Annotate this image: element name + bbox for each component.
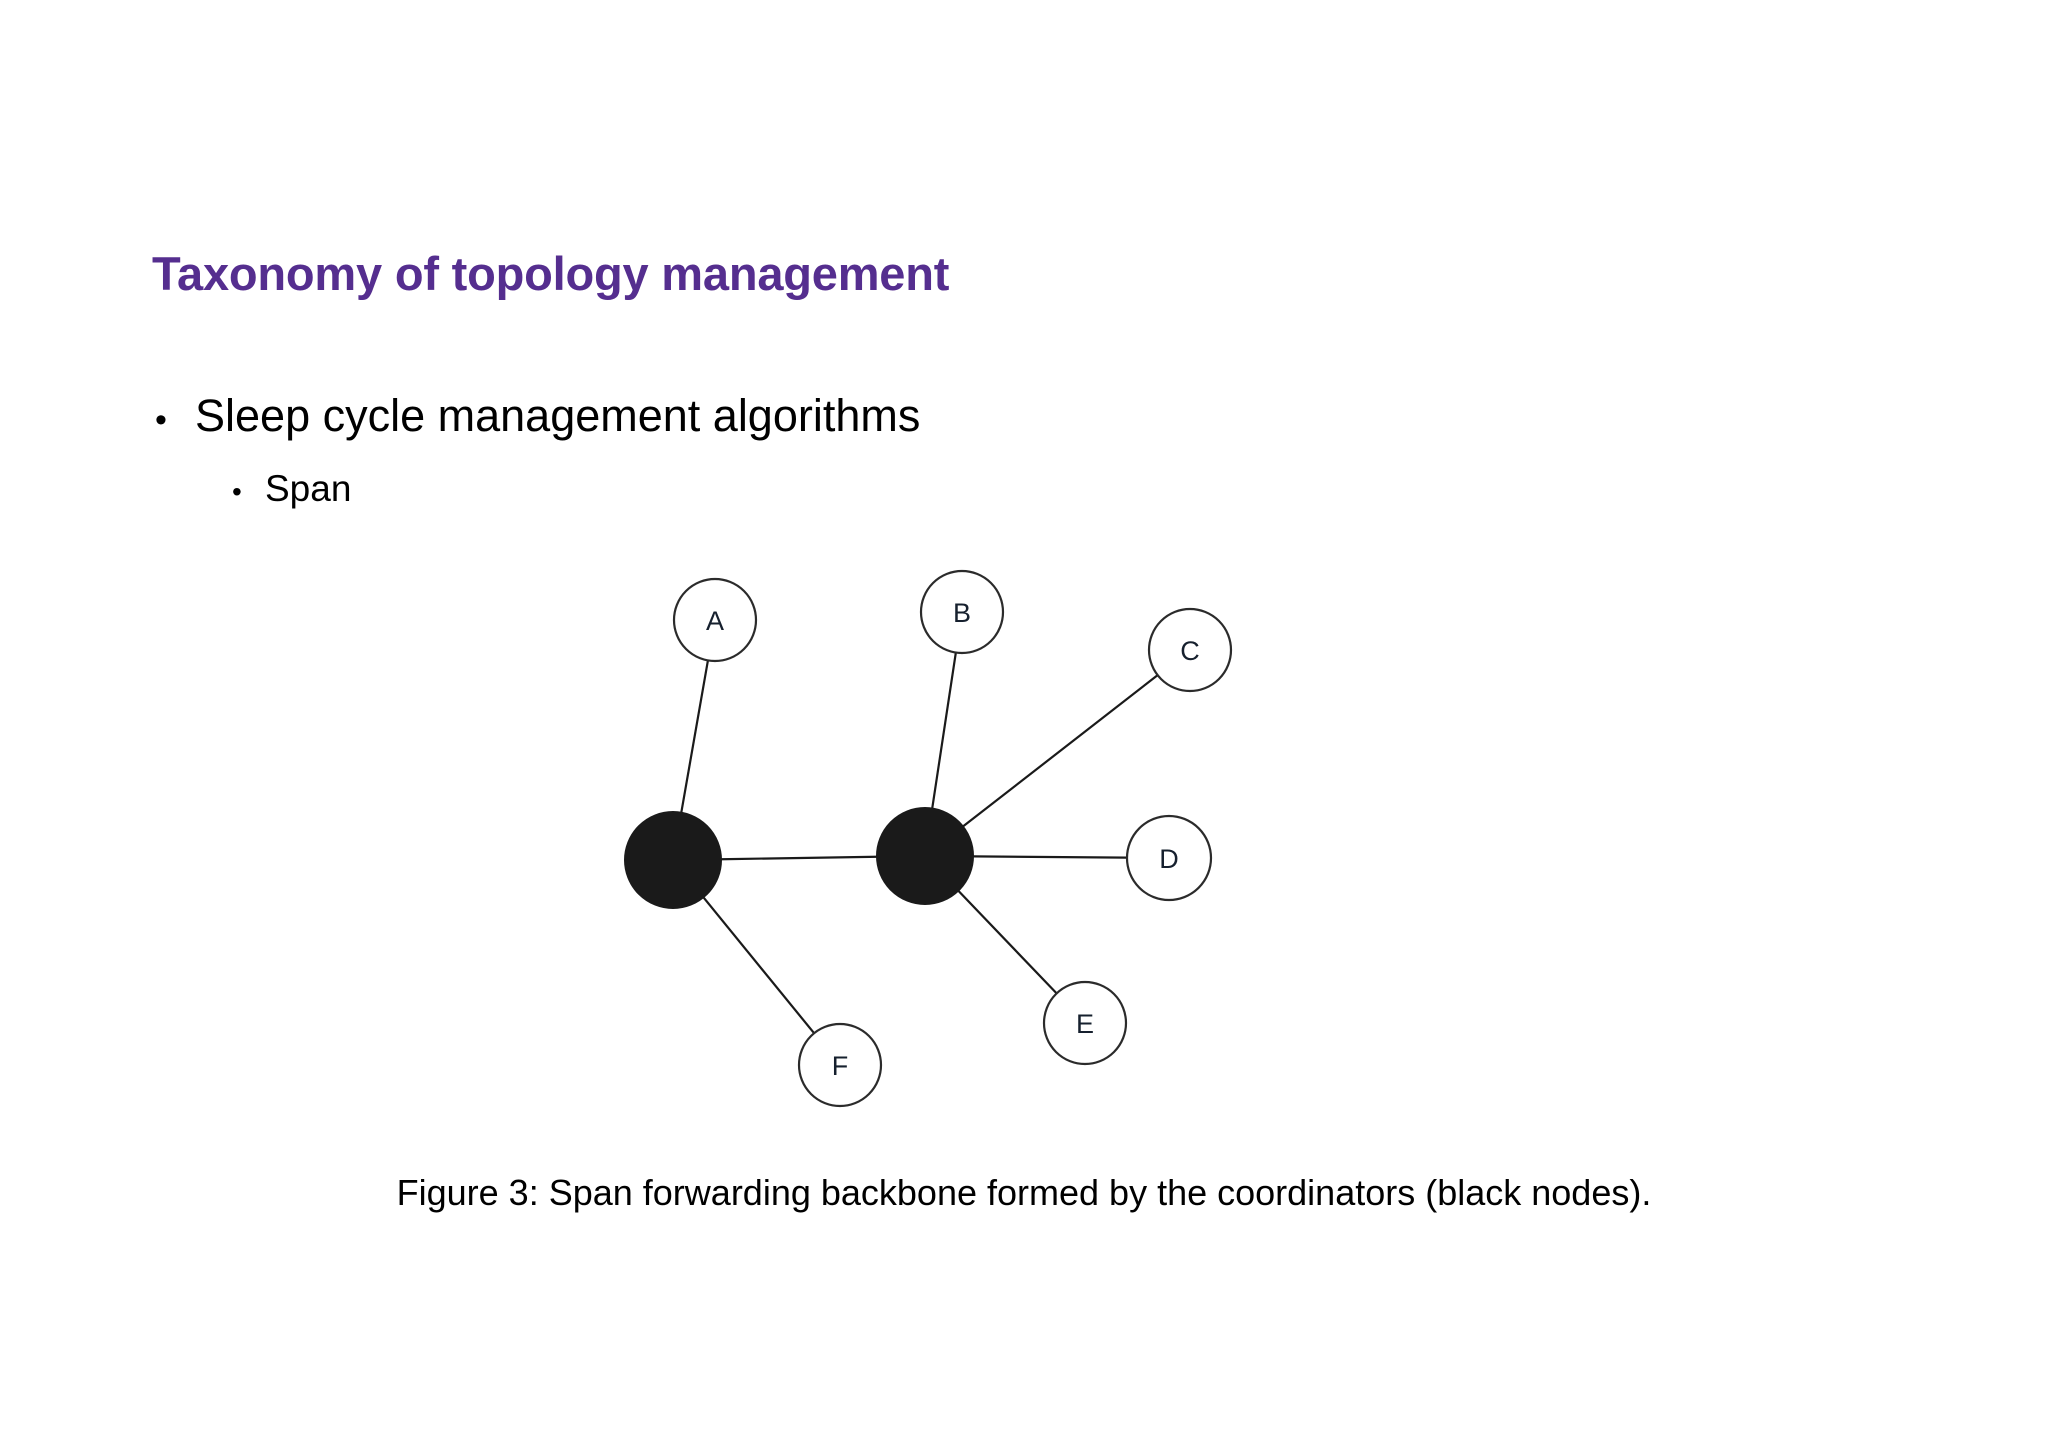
member-node-circle xyxy=(672,577,758,663)
node-label-F: F xyxy=(832,1051,849,1081)
node-label-C: C xyxy=(1180,636,1200,666)
graph-node-F: F xyxy=(797,1022,883,1108)
node-label-D: D xyxy=(1159,844,1179,874)
graph-node-layer: A B C D E F xyxy=(624,569,1233,1108)
graph-node-K1 xyxy=(624,811,722,909)
graph-node-C: C xyxy=(1147,607,1233,693)
bullet-glyph-icon: • xyxy=(155,401,167,439)
figure-caption: Figure 3: Span forwarding backbone forme… xyxy=(396,1172,1652,1213)
graph-edge-B-K2 xyxy=(931,652,957,809)
sub-bullet-glyph-icon: • xyxy=(232,476,242,507)
bullet-level2-label: Span xyxy=(265,468,352,509)
graph-node-B: B xyxy=(919,569,1005,655)
graph-edge-K2-E xyxy=(957,889,1058,995)
member-node-circle xyxy=(1125,814,1213,902)
bullet-item-level2: • Span xyxy=(232,468,352,509)
graph-edge-A-K1 xyxy=(680,660,710,813)
member-node-circle xyxy=(1042,980,1128,1066)
graph-edge-C-K2 xyxy=(962,674,1159,828)
node-label-A: A xyxy=(706,606,724,636)
graph-node-E: E xyxy=(1042,980,1128,1066)
bullet-item-level1: • Sleep cycle management algorithms xyxy=(155,390,921,441)
graph-edge-K1-F xyxy=(702,896,815,1034)
network-graph-diagram: A B C D E F xyxy=(624,569,1233,1108)
coordinator-node-circle xyxy=(876,807,974,905)
graph-node-K2 xyxy=(876,807,974,905)
node-label-E: E xyxy=(1076,1009,1094,1039)
member-node-circle xyxy=(797,1022,883,1108)
graph-node-A: A xyxy=(672,577,758,663)
coordinator-node-circle xyxy=(624,811,722,909)
graph-edge-K2-D xyxy=(972,855,1128,859)
figure-span-backbone: A B C D E F xyxy=(600,548,1320,1128)
member-node-circle xyxy=(1147,607,1233,693)
page-title: Taxonomy of topology management xyxy=(152,247,950,301)
member-node-circle xyxy=(919,569,1005,655)
graph-edge-layer xyxy=(680,652,1159,1034)
bullet-level1-label: Sleep cycle management algorithms xyxy=(195,390,921,441)
graph-node-D: D xyxy=(1125,814,1213,902)
node-label-B: B xyxy=(953,598,971,628)
graph-edge-K1-K2 xyxy=(720,855,878,861)
